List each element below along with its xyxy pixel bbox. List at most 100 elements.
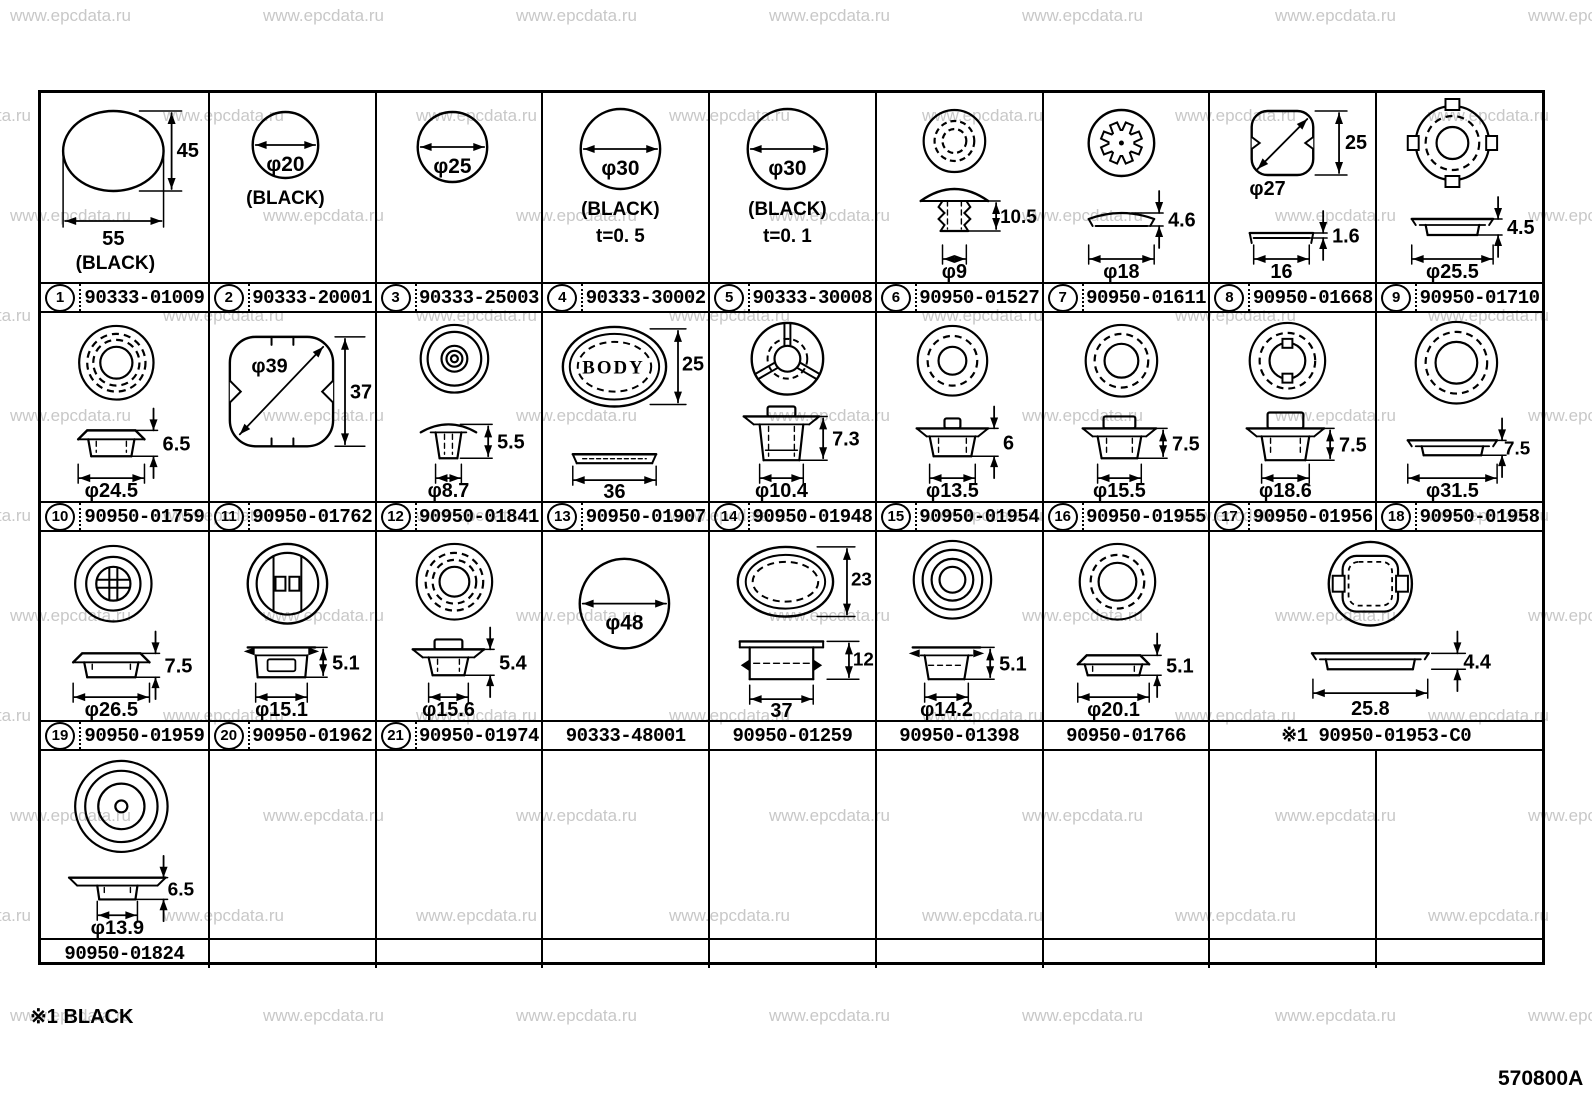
- part-number: 90333-01009: [84, 286, 205, 309]
- svg-text:φ25.5: φ25.5: [1426, 261, 1479, 282]
- label-cell: [1041, 938, 1209, 968]
- part-drawing: 5.5φ8.7: [419, 323, 524, 501]
- circled-number-box: 17: [1210, 503, 1251, 530]
- part-number: 90950-01948: [752, 505, 873, 528]
- part-number: 90950-01259: [732, 724, 853, 747]
- svg-text:φ26.5: φ26.5: [85, 699, 138, 720]
- circled-number-box: 14: [710, 503, 751, 530]
- watermark-text: www.epcdata.ru: [263, 6, 384, 25]
- svg-text:7.5: 7.5: [1339, 434, 1367, 456]
- svg-text:φ15.6: φ15.6: [422, 699, 475, 720]
- circled-number-box: 18: [1377, 503, 1418, 530]
- svg-text:φ39: φ39: [251, 356, 287, 378]
- svg-text:23: 23: [851, 569, 872, 590]
- circled-number: 1: [45, 284, 75, 311]
- circled-number-box: 4: [543, 284, 584, 311]
- watermark-text: www.epcdata.ru: [1275, 1006, 1396, 1025]
- figure-cell: [374, 749, 542, 938]
- svg-text:t=0. 1: t=0. 1: [763, 226, 812, 247]
- svg-text:φ13.5: φ13.5: [926, 480, 979, 501]
- figure-cell: 7.5 φ31.5: [1375, 311, 1542, 501]
- watermark-text: www.epcdata.ru: [1275, 6, 1396, 25]
- circled-number-box: 5: [710, 284, 751, 311]
- part-drawing: 7.5 φ31.5: [1406, 320, 1530, 501]
- circled-number: 17: [1214, 503, 1245, 530]
- document-number: 570800A: [1498, 1067, 1584, 1090]
- svg-text:7.5: 7.5: [1504, 438, 1530, 459]
- watermark-text: www.epcdata.ru: [0, 906, 31, 925]
- svg-text:(BLACK): (BLACK): [246, 188, 325, 209]
- svg-text:(BLACK): (BLACK): [76, 253, 155, 274]
- figure-cell: [1208, 749, 1376, 938]
- svg-text:5.1: 5.1: [1166, 655, 1194, 677]
- part-number: 90950-01974: [418, 724, 539, 747]
- part-number: 90950-01710: [1419, 286, 1540, 309]
- watermark-text: www.epcdata.ru: [1528, 1006, 1592, 1025]
- figure-cell: φ30(BLACK)t=0. 5: [541, 93, 708, 282]
- part-drawing: φ30(BLACK)t=0. 1: [746, 107, 829, 247]
- watermark-text: www.epcdata.ru: [516, 1006, 637, 1025]
- circled-number-box: 13: [543, 503, 584, 530]
- part-number: 90333-48001: [565, 724, 686, 747]
- label-cell: [1375, 938, 1542, 968]
- svg-text:φ10.4: φ10.4: [755, 480, 808, 501]
- footnote-black: ※1 BLACK: [30, 1006, 134, 1028]
- svg-text:φ48: φ48: [606, 611, 644, 634]
- part-number: 90950-01955: [1086, 505, 1206, 528]
- label-cell: 14 90950-01948: [708, 501, 875, 530]
- part-drawing: φ20(BLACK): [246, 110, 325, 209]
- label-cell: [1208, 938, 1376, 968]
- watermark-text: www.epcdata.ru: [0, 706, 31, 725]
- label-cell: [207, 938, 375, 968]
- part-number: 90333-25003: [418, 286, 539, 309]
- svg-text:55: 55: [102, 228, 124, 250]
- circled-number: 12: [380, 503, 411, 530]
- part-number: 90950-01398: [899, 724, 1020, 747]
- circled-number-box: 2: [210, 284, 250, 311]
- part-number: 90950-01668: [1252, 286, 1373, 309]
- part-number: 90950-01762: [252, 505, 373, 528]
- watermark-text: www.epcdata.ru: [516, 6, 637, 25]
- svg-text:φ31.5: φ31.5: [1426, 480, 1479, 501]
- circled-number: 15: [880, 503, 911, 530]
- watermark-text: www.epcdata.ru: [0, 306, 31, 325]
- circled-number: 3: [380, 284, 411, 311]
- svg-text:φ8.7: φ8.7: [427, 480, 469, 501]
- circled-number: 14: [714, 503, 745, 530]
- svg-text:φ18: φ18: [1103, 261, 1139, 282]
- part-number: 90333-30008: [752, 286, 873, 309]
- circled-number-box: 11: [210, 503, 250, 530]
- circled-number: 20: [213, 722, 244, 749]
- watermark-text: www.epcdata.ru: [769, 6, 890, 25]
- part-drawing: 10.5φ9: [919, 108, 1037, 282]
